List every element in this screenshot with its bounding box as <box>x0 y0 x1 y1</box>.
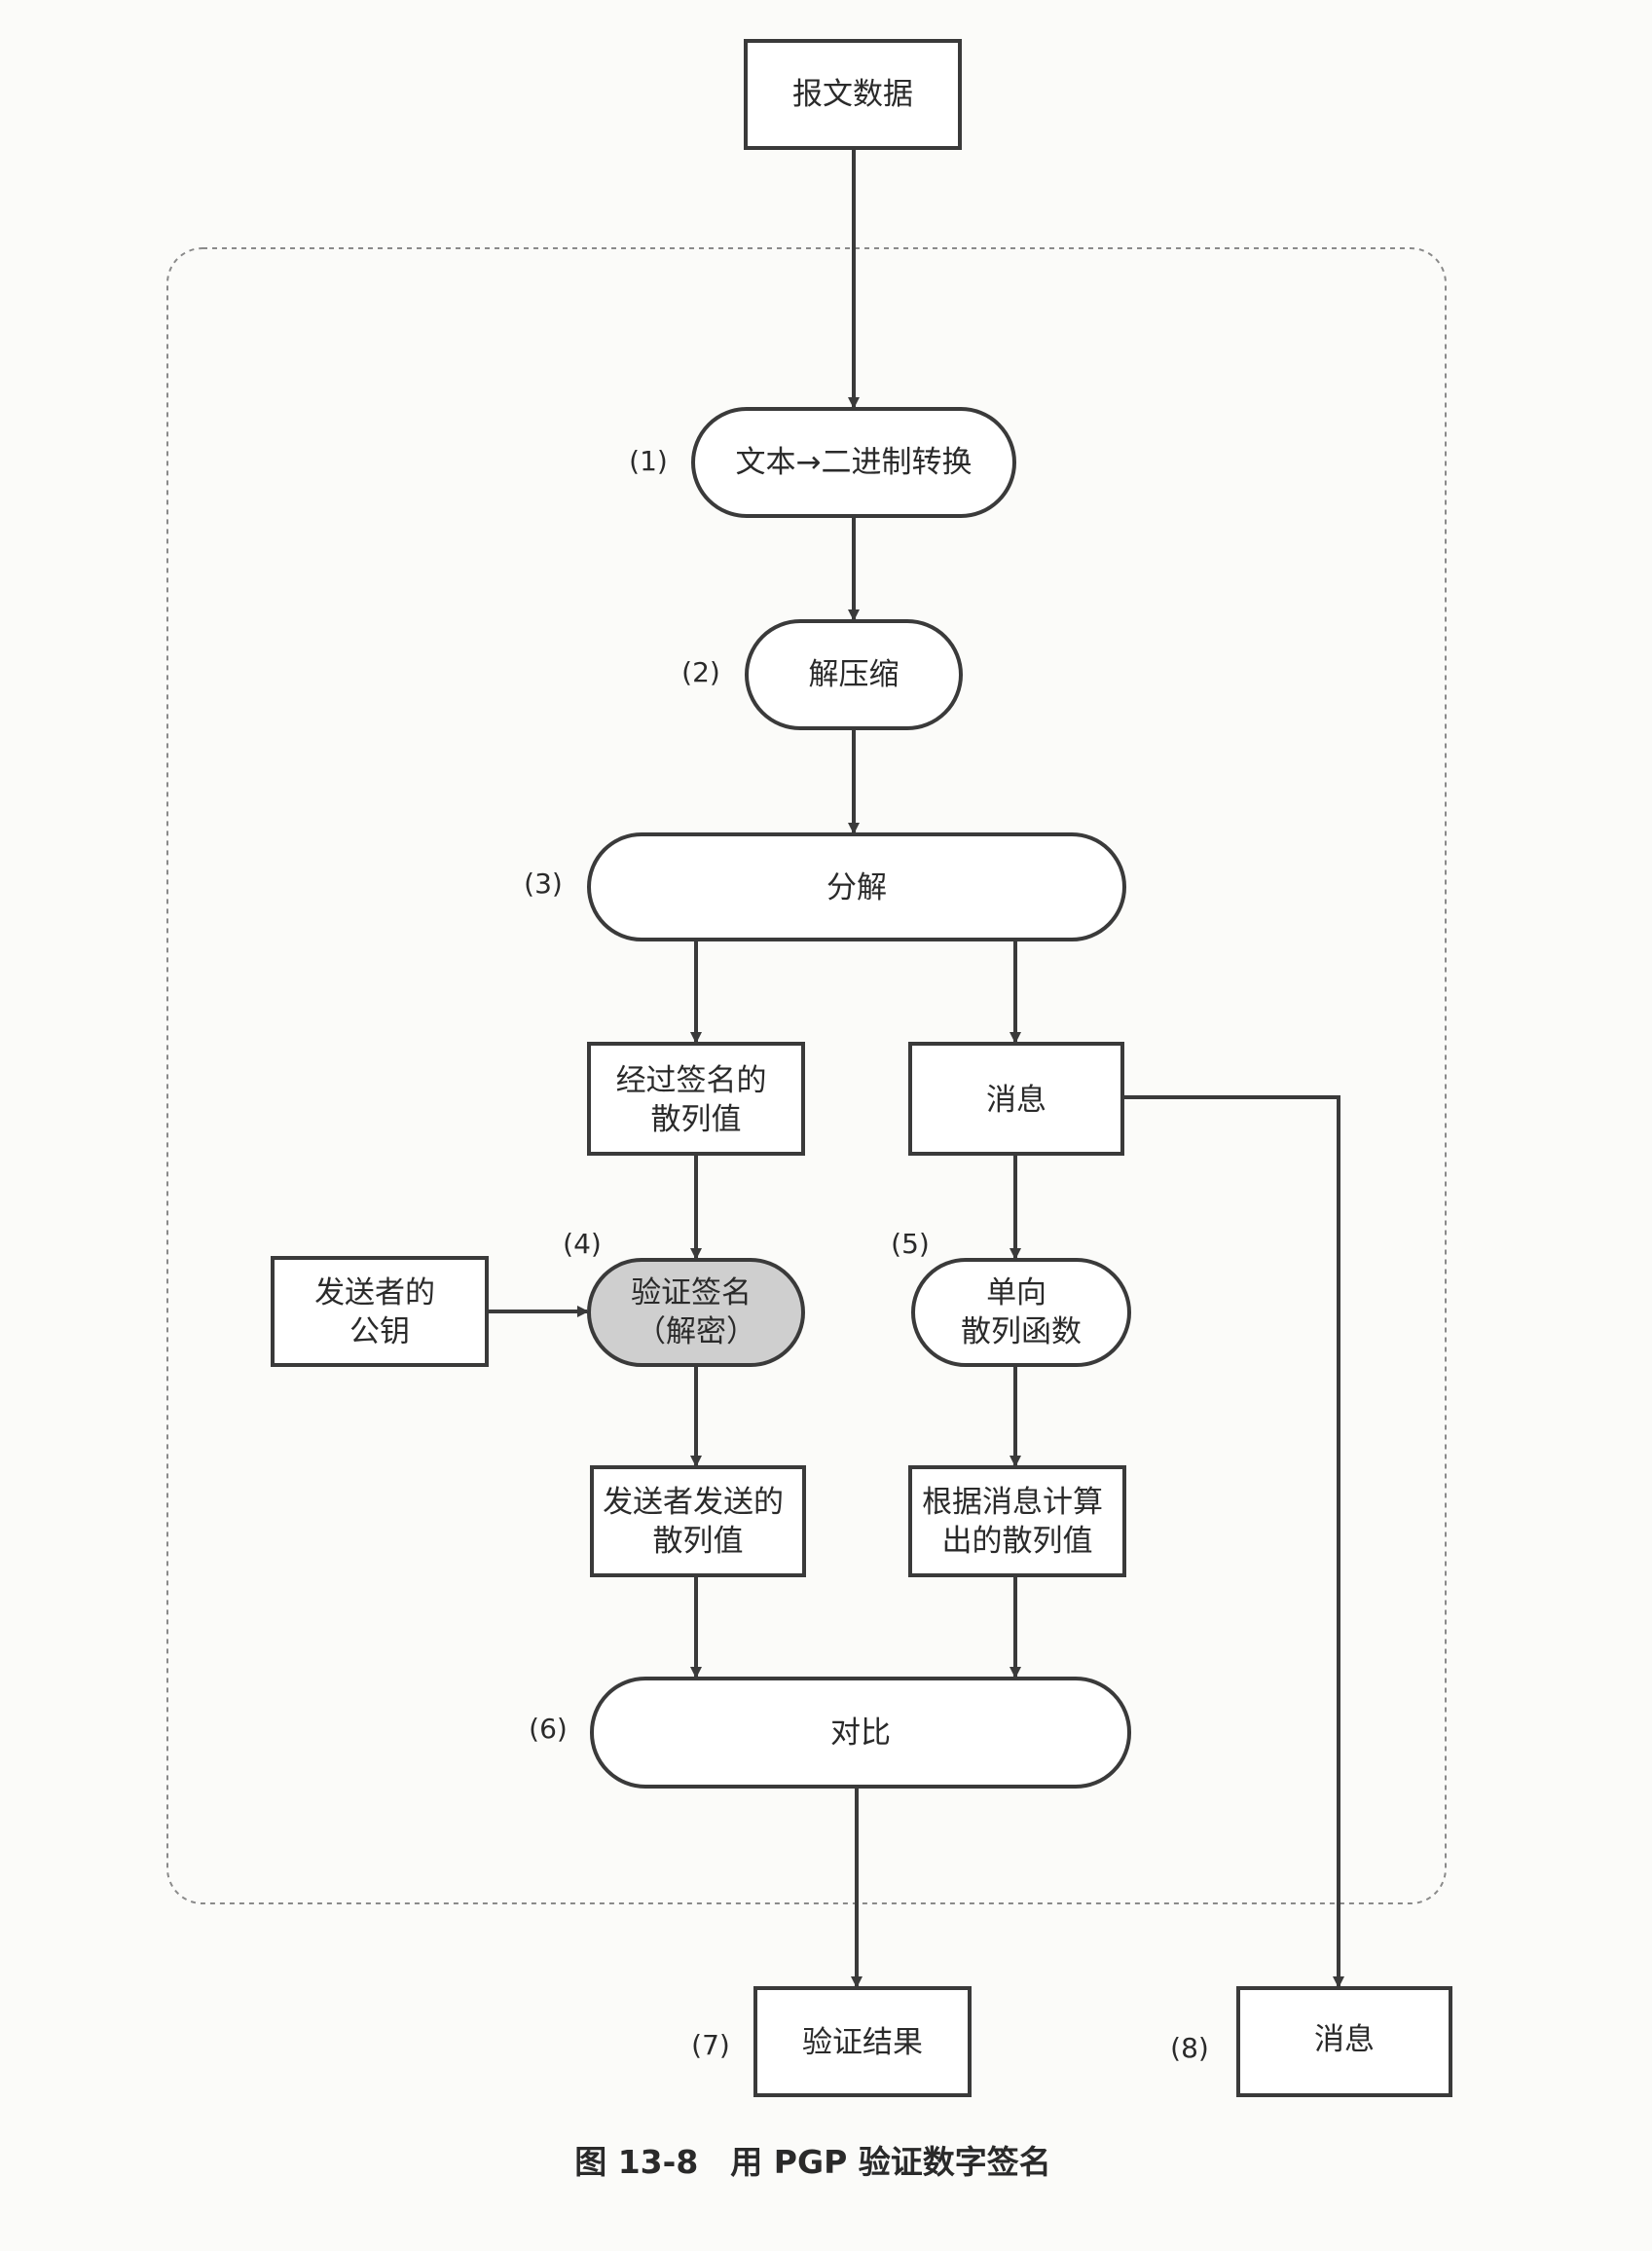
node-message-output: 消息 <box>1236 1986 1452 2097</box>
step-label-8: (8) <box>1170 2032 1209 2064</box>
step-label-7: (7) <box>691 2029 730 2061</box>
node-decompress: 解压缩 <box>745 619 963 730</box>
step-label-4: (4) <box>563 1228 602 1260</box>
node-message-mid-label: 消息 <box>986 1083 1046 1118</box>
step-label-5: (5) <box>891 1228 930 1260</box>
svg-text:解压缩: 解压缩 <box>809 657 899 692</box>
node-compare-label: 对比 <box>830 1716 891 1751</box>
processing-boundary <box>166 247 1447 1904</box>
node-sender-hash: 发送者发送的 散列值 <box>590 1465 806 1577</box>
node-verify-signature: 验证签名 （解密） <box>587 1258 805 1367</box>
step-label-6: (6) <box>529 1713 568 1745</box>
step-label-2: (2) <box>681 656 720 688</box>
node-sender-public-key-line-1: 发送者的 <box>314 1275 435 1310</box>
figure-caption: 图 13-8 用 PGP 验证数字签名 <box>574 2143 1051 2181</box>
node-message-data: 报文数据 <box>744 39 962 150</box>
svg-text:单向 散列函数: 单向 散列函数 <box>961 1275 1082 1349</box>
node-sender-hash-line-2: 散列值 <box>653 1524 744 1559</box>
node-signed-hash-line-2: 散列值 <box>651 1102 742 1137</box>
node-split: 分解 <box>587 832 1126 941</box>
node-computed-hash-line-2: 出的散列值 <box>942 1524 1093 1559</box>
node-verify-signature-line-1: 验证签名 <box>631 1275 752 1310</box>
node-text-binary-label: 文本→二进制转换 <box>736 445 973 480</box>
svg-text:分解: 分解 <box>826 870 887 905</box>
node-sender-public-key: 发送者的 公钥 <box>271 1256 489 1367</box>
node-computed-hash-line-1: 根据消息计算 <box>922 1485 1103 1520</box>
svg-text:经过签名的 散列值: 经过签名的 散列值 <box>616 1063 777 1137</box>
svg-text:报文数据: 报文数据 <box>792 77 913 112</box>
node-verify-signature-line-2: （解密） <box>636 1314 756 1349</box>
connectors <box>487 148 1344 1988</box>
svg-text:发送者的 公钥: 发送者的 公钥 <box>314 1275 445 1349</box>
node-sender-hash-line-1: 发送者发送的 <box>603 1485 784 1520</box>
svg-text:对比: 对比 <box>830 1716 891 1751</box>
svg-text:文本→二进制转换: 文本→二进制转换 <box>736 445 973 480</box>
node-decompress-label: 解压缩 <box>809 657 899 692</box>
node-compare: 对比 <box>590 1677 1131 1789</box>
node-sender-public-key-line-2: 公钥 <box>349 1314 410 1349</box>
svg-text:验证签名 （解密）: 验证签名 （解密） <box>631 1275 761 1349</box>
svg-text:验证结果: 验证结果 <box>802 2025 923 2060</box>
arrow-message-to-output <box>1122 1095 1344 1988</box>
node-one-way-hash-line-1: 单向 <box>986 1275 1046 1310</box>
svg-text:消息: 消息 <box>1314 2022 1375 2057</box>
node-verify-result-label: 验证结果 <box>802 2025 923 2060</box>
node-signed-hash: 经过签名的 散列值 <box>587 1042 805 1156</box>
step-label-3: (3) <box>524 867 563 900</box>
node-text-binary-conversion: 文本→二进制转换 <box>691 407 1016 518</box>
node-one-way-hash-function: 单向 散列函数 <box>911 1258 1131 1367</box>
node-message-data-label: 报文数据 <box>792 77 913 112</box>
svg-text:根据消息计算 出的散列值: 根据消息计算 出的散列值 <box>922 1485 1113 1559</box>
svg-text:发送者发送的 散列值: 发送者发送的 散列值 <box>603 1485 793 1559</box>
node-verify-result: 验证结果 <box>753 1986 972 2097</box>
node-message-output-label: 消息 <box>1314 2022 1375 2057</box>
node-one-way-hash-line-2: 散列函数 <box>961 1314 1082 1349</box>
svg-text:消息: 消息 <box>986 1083 1046 1118</box>
node-signed-hash-line-1: 经过签名的 <box>616 1063 767 1098</box>
node-computed-hash: 根据消息计算 出的散列值 <box>908 1465 1126 1577</box>
node-message-mid: 消息 <box>908 1042 1124 1156</box>
step-label-1: (1) <box>629 445 668 477</box>
node-split-label: 分解 <box>826 870 887 905</box>
step-labels: (1) (2) (3) (4) (5) (6) (7) (8) <box>524 445 1209 2064</box>
